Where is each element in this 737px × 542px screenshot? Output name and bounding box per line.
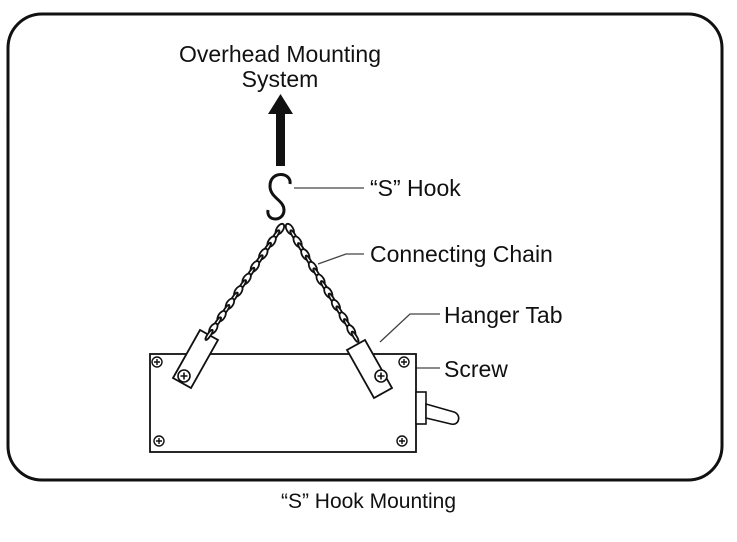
diagram-title-line2: System xyxy=(241,66,319,92)
leader-chain xyxy=(317,253,364,265)
label-hanger-tab: Hanger Tab xyxy=(444,302,563,328)
screw-icon xyxy=(151,356,163,368)
figure-caption: “S” Hook Mounting xyxy=(280,490,457,513)
chain-link xyxy=(350,330,360,343)
toggle-switch xyxy=(415,391,460,425)
screw-icon xyxy=(177,369,191,383)
connecting-chain-right xyxy=(284,222,360,343)
label-s-hook: “S” Hook xyxy=(370,175,461,201)
leader-lines xyxy=(294,187,440,375)
s-hook xyxy=(266,173,292,221)
chain-link xyxy=(204,328,214,341)
hanger-tab-right xyxy=(345,338,394,400)
screw-icon xyxy=(396,435,408,447)
label-screw: Screw xyxy=(444,356,508,382)
screw-icon xyxy=(374,369,388,383)
label-connecting-chain: Connecting Chain xyxy=(370,241,553,267)
diagram-border xyxy=(6,12,724,482)
connecting-chain-left xyxy=(204,222,286,341)
up-arrow-icon xyxy=(268,94,293,166)
screw-icon xyxy=(153,435,165,447)
diagram-title-line1: Overhead Mounting xyxy=(178,41,381,67)
screws xyxy=(151,356,410,447)
screw-icon xyxy=(398,356,410,368)
leader-hanger-tab xyxy=(379,313,440,343)
